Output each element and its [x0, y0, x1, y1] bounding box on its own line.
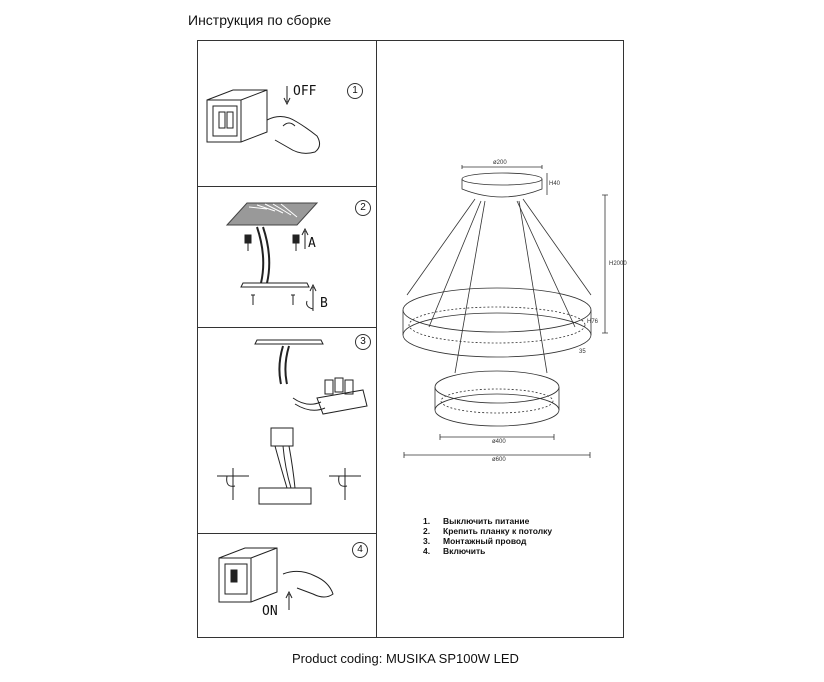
on-label: ON	[262, 604, 278, 619]
instruction-item: 3.Монтажный провод	[423, 536, 527, 546]
chandelier-drawing: ø200 H40 H2000 H76 35 ø400 ø600	[402, 160, 627, 463]
instruction-item: 1.Выключить питание	[423, 516, 530, 526]
ceiling-mount-illustration	[225, 202, 319, 311]
dim-ring-height: H76	[587, 319, 599, 325]
instruction-frame	[197, 40, 624, 638]
dim-ring-gap: 35	[579, 349, 586, 355]
dim-canopy-diameter: ø200	[493, 160, 507, 166]
wiring-illustration	[217, 339, 368, 505]
switch-off-illustration	[206, 86, 321, 154]
step-number-3: 3	[355, 334, 371, 350]
off-label: OFF	[293, 84, 317, 99]
instruction-item: 4.Включить	[423, 546, 486, 556]
label-b: B	[320, 296, 328, 311]
instruction-list: 1.Выключить питание 2.Крепить планку к п…	[423, 516, 552, 556]
dim-small-ring-diameter: ø400	[492, 439, 506, 445]
panel-divider-3	[197, 533, 377, 534]
product-coding: Product coding: MUSIKA SP100W LED	[292, 651, 519, 666]
label-a: A	[308, 236, 316, 251]
dim-large-ring-diameter: ø600	[492, 457, 506, 463]
step-number-4: 4	[352, 542, 368, 558]
switch-on-illustration	[218, 547, 334, 610]
panel-divider-2	[197, 327, 377, 328]
instruction-item: 2.Крепить планку к потолку	[423, 526, 553, 536]
step-number-1: 1	[347, 83, 363, 99]
panel-divider-1	[197, 186, 377, 187]
dim-total-height: H2000	[609, 261, 627, 267]
column-divider	[376, 40, 377, 638]
page-title: Инструкция по сборке	[188, 12, 332, 28]
dim-canopy-height: H40	[549, 181, 561, 187]
step-number-2: 2	[355, 200, 371, 216]
